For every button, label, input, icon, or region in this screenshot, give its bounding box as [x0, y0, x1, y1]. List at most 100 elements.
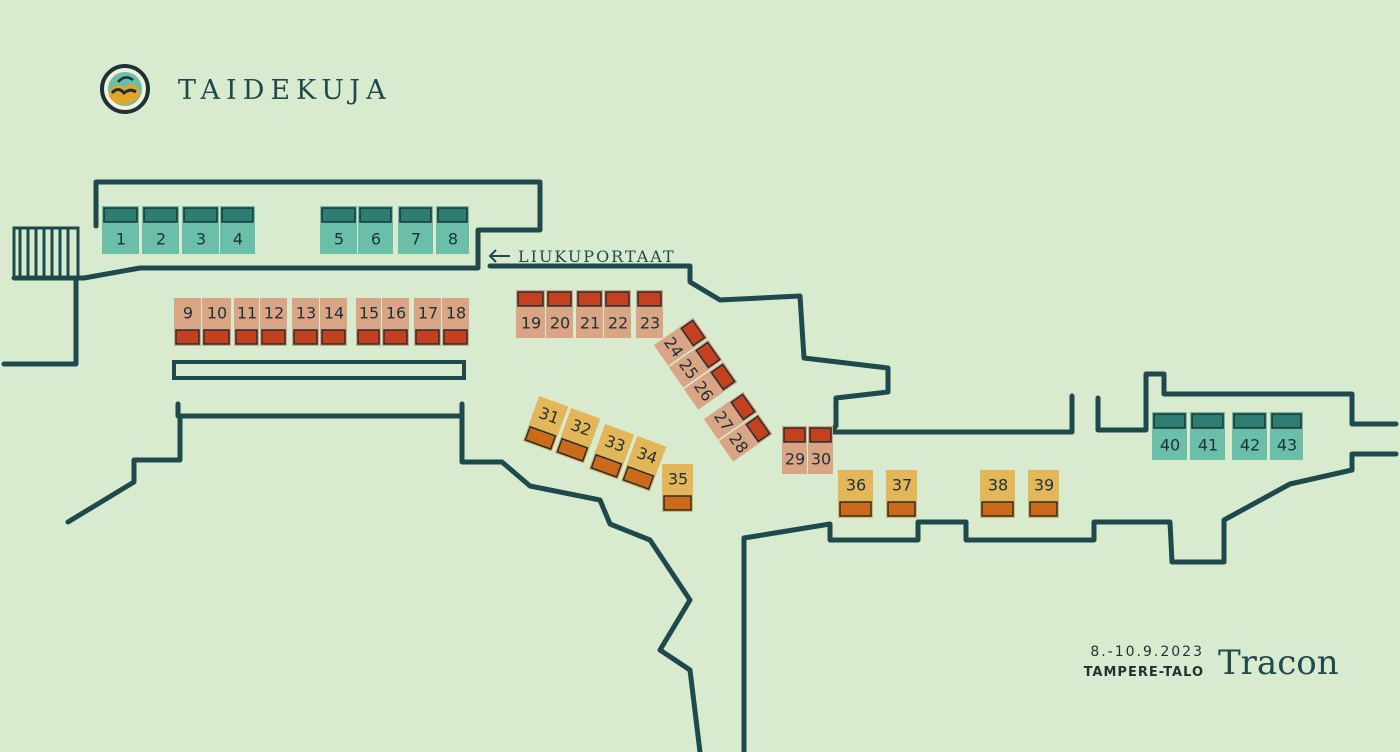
booth-43[interactable]: 43 — [1270, 412, 1303, 460]
booth-19[interactable]: 19 — [516, 290, 545, 338]
booth-36[interactable]: 36 — [838, 470, 873, 518]
booth-table — [517, 291, 544, 307]
booth-number: 8 — [448, 230, 458, 249]
booth-7[interactable]: 7 — [398, 206, 433, 254]
booth-30[interactable]: 30 — [808, 426, 833, 474]
booth-table — [399, 207, 432, 223]
booth-table — [1233, 413, 1266, 429]
booth-table — [415, 329, 440, 345]
booth-table — [663, 495, 692, 511]
booth-table — [1029, 501, 1058, 517]
booth-14[interactable]: 14 — [320, 298, 347, 346]
booth-number: 29 — [785, 450, 805, 469]
booth-31[interactable]: 31 — [522, 395, 569, 452]
booth-8[interactable]: 8 — [436, 206, 469, 254]
event-date: 8.-10.9.2023 — [1090, 644, 1204, 660]
booth-number: 10 — [207, 304, 227, 323]
booth-number: 22 — [608, 314, 628, 333]
booth-number: 42 — [1240, 436, 1260, 455]
booth-3[interactable]: 3 — [182, 206, 219, 254]
booth-table — [175, 329, 200, 345]
escalator-direction: LIUKUPORTAAT — [488, 247, 676, 266]
booth-32[interactable]: 32 — [554, 407, 601, 464]
booth-table — [745, 415, 771, 443]
booth-number: 3 — [196, 230, 206, 249]
booth-number: 21 — [580, 314, 600, 333]
booth-5[interactable]: 5 — [320, 206, 357, 254]
booth-12[interactable]: 12 — [260, 298, 287, 346]
booth-number: 35 — [668, 470, 688, 489]
booth-number: 5 — [334, 230, 344, 249]
booth-18[interactable]: 18 — [442, 298, 469, 346]
booth-number: 23 — [640, 314, 660, 333]
booth-number: 9 — [183, 304, 193, 323]
booth-number: 15 — [359, 304, 379, 323]
booth-2[interactable]: 2 — [142, 206, 179, 254]
booth-table — [221, 207, 254, 223]
booth-table — [383, 329, 408, 345]
escalator-label: LIUKUPORTAAT — [518, 247, 676, 266]
booth-number: 2 — [156, 230, 166, 249]
booth-number: 11 — [237, 304, 257, 323]
booth-table — [1191, 413, 1224, 429]
booth-table — [783, 427, 806, 443]
booth-29[interactable]: 29 — [782, 426, 807, 474]
booth-25[interactable]: 25 — [668, 339, 723, 388]
booth-1[interactable]: 1 — [102, 206, 139, 254]
brand-logo-text: Tracon — [1218, 643, 1339, 683]
booth-table — [622, 465, 655, 491]
booth-35[interactable]: 35 — [662, 464, 693, 512]
booth-39[interactable]: 39 — [1028, 470, 1059, 518]
booth-41[interactable]: 41 — [1190, 412, 1225, 460]
booth-table — [183, 207, 218, 223]
booth-11[interactable]: 11 — [234, 298, 259, 346]
booth-9[interactable]: 9 — [174, 298, 201, 346]
booth-33[interactable]: 33 — [588, 423, 635, 480]
booth-table — [809, 427, 832, 443]
booth-38[interactable]: 38 — [980, 470, 1015, 518]
booth-17[interactable]: 17 — [414, 298, 441, 346]
booth-24[interactable]: 24 — [653, 317, 708, 366]
booth-28[interactable]: 28 — [718, 413, 773, 462]
booth-table — [357, 329, 380, 345]
booth-40[interactable]: 40 — [1152, 412, 1187, 460]
booth-table — [547, 291, 572, 307]
booth-6[interactable]: 6 — [358, 206, 393, 254]
booth-number: 41 — [1198, 436, 1218, 455]
booth-number: 18 — [446, 304, 466, 323]
booth-10[interactable]: 10 — [202, 298, 231, 346]
booth-34[interactable]: 34 — [620, 435, 667, 492]
booth-16[interactable]: 16 — [382, 298, 409, 346]
booth-42[interactable]: 42 — [1232, 412, 1267, 460]
booth-table — [577, 291, 602, 307]
booth-table — [556, 437, 589, 463]
booth-13[interactable]: 13 — [292, 298, 319, 346]
booth-21[interactable]: 21 — [576, 290, 603, 338]
booth-number: 19 — [521, 314, 541, 333]
booth-4[interactable]: 4 — [220, 206, 255, 254]
booth-table — [839, 501, 872, 517]
booth-table — [524, 425, 557, 451]
wave-sun-logo-icon — [100, 64, 150, 114]
booth-number: 13 — [296, 304, 316, 323]
booth-number: 43 — [1277, 436, 1297, 455]
booth-table — [293, 329, 318, 345]
booth-table — [103, 207, 138, 223]
booth-table — [605, 291, 630, 307]
booth-15[interactable]: 15 — [356, 298, 381, 346]
booth-20[interactable]: 20 — [546, 290, 573, 338]
booth-table — [590, 453, 623, 479]
booth-27[interactable]: 27 — [703, 391, 758, 440]
booth-number: 17 — [418, 304, 438, 323]
booth-number: 1 — [116, 230, 126, 249]
booth-23[interactable]: 23 — [636, 290, 663, 338]
booth-number: 16 — [386, 304, 406, 323]
booth-number: 14 — [324, 304, 344, 323]
booth-table — [235, 329, 258, 345]
booth-number: 6 — [371, 230, 381, 249]
booth-37[interactable]: 37 — [886, 470, 917, 518]
booth-22[interactable]: 22 — [604, 290, 631, 338]
booth-table — [437, 207, 468, 223]
